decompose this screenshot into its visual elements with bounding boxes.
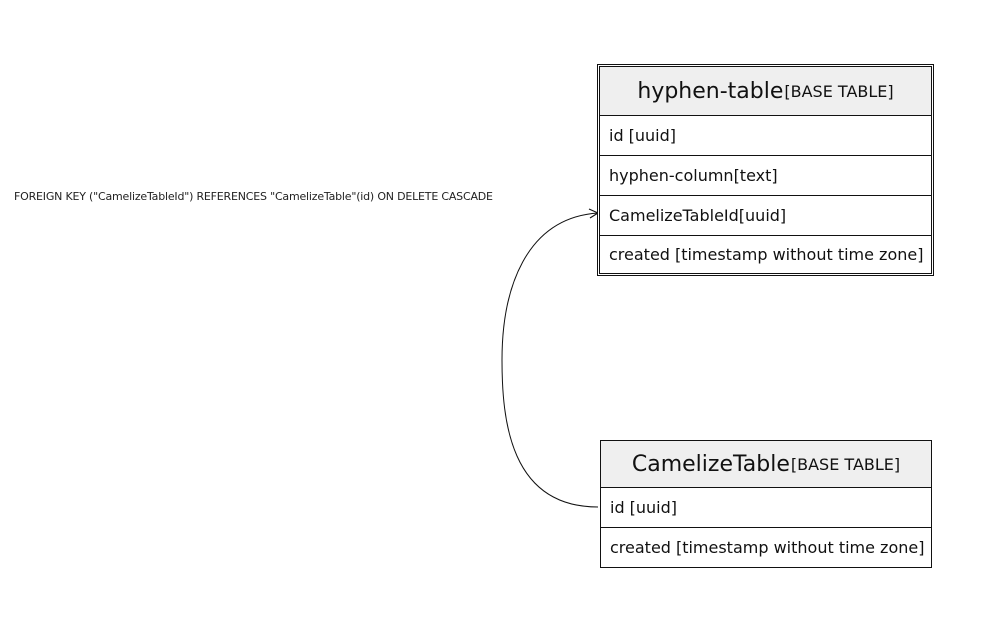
column-type: [uuid] [738, 206, 787, 225]
column-name: hyphen-column [609, 166, 734, 185]
table-camelize-table[interactable]: CamelizeTable [BASE TABLE] id[uuid] crea… [600, 440, 932, 568]
column-type: [timestamp without time zone] [674, 245, 924, 264]
table-header: hyphen-table [BASE TABLE] [600, 67, 931, 116]
fk-arrowhead-icon [588, 208, 599, 219]
foreign-key-label: FOREIGN KEY ("CamelizeTableId") REFERENC… [14, 190, 493, 203]
column-name: created [610, 538, 671, 557]
column-type: [uuid] [628, 126, 676, 145]
column-row-created[interactable]: created[timestamp without time zone] [600, 236, 931, 273]
table-hyphen-table[interactable]: hyphen-table [BASE TABLE] id[uuid] hyphe… [597, 64, 934, 276]
table-name: hyphen-table [637, 78, 784, 104]
column-row-created[interactable]: created[timestamp without time zone] [601, 528, 931, 567]
column-name: created [609, 245, 670, 264]
fk-relationship-edge [501, 212, 599, 508]
column-row-id[interactable]: id[uuid] [600, 116, 931, 156]
column-row-id[interactable]: id[uuid] [601, 488, 931, 528]
table-type: [BASE TABLE] [784, 81, 894, 101]
column-type: [text] [733, 166, 778, 185]
table-name: CamelizeTable [631, 451, 790, 477]
column-type: [uuid] [629, 498, 677, 517]
column-name: CamelizeTableId [609, 206, 739, 225]
column-row-camelize-table-id[interactable]: CamelizeTableId[uuid] [600, 196, 931, 236]
column-name: id [610, 498, 625, 517]
column-type: [timestamp without time zone] [675, 538, 925, 557]
table-type: [BASE TABLE] [790, 454, 901, 474]
column-name: id [609, 126, 624, 145]
table-header: CamelizeTable [BASE TABLE] [601, 441, 931, 488]
column-row-hyphen-column[interactable]: hyphen-column[text] [600, 156, 931, 196]
